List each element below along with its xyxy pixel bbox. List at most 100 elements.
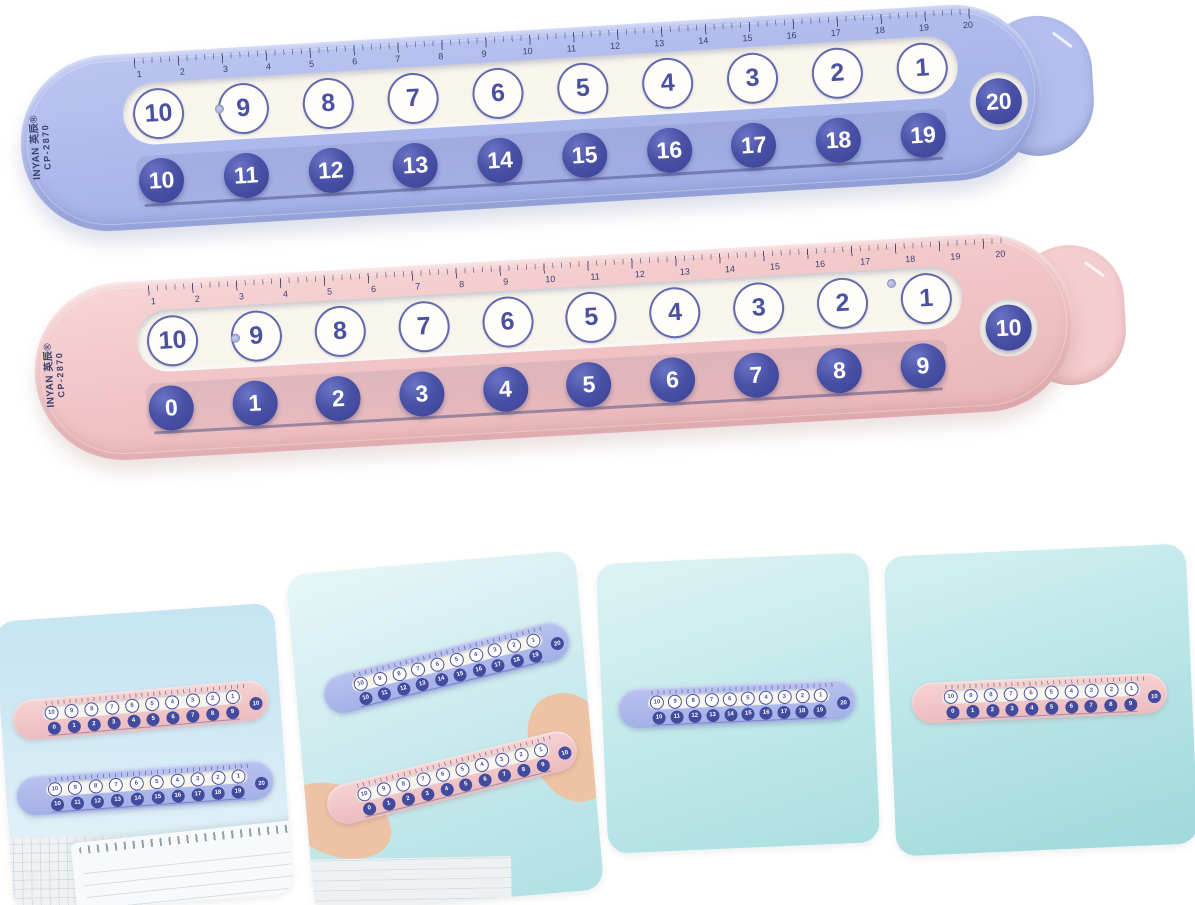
end-number-bead: 10 — [984, 303, 1033, 352]
scale-number: 14 — [724, 263, 736, 275]
number-circle: 7 — [396, 299, 451, 354]
number-circle: 2 — [205, 691, 221, 707]
number-bead: 10 — [652, 710, 666, 725]
number-circle: 6 — [470, 65, 525, 120]
number-bead: 9 — [1123, 697, 1138, 711]
number-circle: 5 — [149, 774, 165, 790]
scale-number: 11 — [566, 43, 577, 54]
number-circle: 5 — [144, 696, 160, 712]
number-circle: 8 — [686, 693, 701, 709]
scale-number: 4 — [265, 61, 272, 72]
number-bead: 9 — [225, 705, 240, 720]
number-bead: 0 — [47, 720, 62, 735]
number-bead: 2 — [86, 717, 101, 732]
number-circle: 4 — [164, 694, 180, 710]
scale-number: 16 — [786, 30, 797, 41]
end-number-bead: 20 — [836, 696, 851, 710]
number-bead: 18 — [795, 704, 809, 718]
number-bead: 4 — [438, 781, 455, 798]
scale-number: 12 — [609, 40, 621, 52]
number-bead: 13 — [414, 676, 431, 692]
number-circle: 4 — [169, 773, 185, 789]
number-circle: 1 — [225, 689, 241, 705]
scale-number: 7 — [414, 281, 421, 292]
number-circle: 2 — [1104, 682, 1119, 698]
number-bead: 19 — [231, 784, 245, 799]
scale-number: 1 — [150, 296, 157, 307]
number-bead: 18 — [508, 652, 525, 669]
number-circle: 7 — [386, 70, 441, 125]
number-circle: 7 — [1003, 687, 1019, 702]
number-bead: 14 — [476, 136, 524, 184]
number-circle: 8 — [88, 778, 104, 794]
notebook — [70, 819, 294, 905]
number-circle: 4 — [640, 55, 695, 110]
number-bead: 1 — [965, 704, 980, 718]
scale-number: 17 — [859, 256, 871, 267]
number-circle: 6 — [722, 692, 738, 707]
number-bead: 19 — [813, 703, 827, 718]
number-bead: 2 — [314, 374, 363, 422]
number-circle: 10 — [649, 695, 665, 710]
number-circle: 2 — [795, 688, 810, 704]
end-number-bead: 20 — [974, 76, 1024, 126]
scale-number: 5 — [326, 286, 333, 297]
number-bead: 1 — [67, 718, 82, 734]
number-bead: 15 — [150, 790, 165, 805]
scale-number: 15 — [742, 32, 753, 44]
number-circle: 8 — [301, 76, 356, 130]
number-bead: 19 — [899, 110, 947, 159]
number-bead: 12 — [306, 146, 355, 194]
number-bead: 15 — [452, 666, 469, 683]
number-bead: 14 — [433, 671, 450, 688]
number-bead: 4 — [126, 713, 141, 728]
scale-number: 6 — [351, 56, 358, 67]
lined-paper — [301, 856, 513, 905]
number-bead: 0 — [361, 800, 378, 817]
number-circle: 2 — [810, 45, 865, 100]
number-circle: 3 — [184, 692, 201, 709]
number-bead: 2 — [400, 790, 416, 807]
number-circle: 5 — [1043, 685, 1059, 700]
number-circle: 1 — [230, 768, 246, 784]
number-bead: 2 — [985, 703, 1000, 717]
number-bead: 8 — [205, 706, 220, 721]
number-circle: 10 — [943, 689, 959, 705]
number-bead: 5 — [458, 776, 474, 793]
scale-number: 9 — [502, 276, 509, 287]
scale-number: 4 — [282, 288, 289, 300]
number-circle: 9 — [216, 81, 271, 136]
number-bead: 10 — [50, 797, 65, 812]
number-bead: 18 — [211, 785, 225, 800]
number-circle: 4 — [648, 285, 702, 340]
number-bead: 11 — [222, 151, 270, 199]
number-bead: 0 — [946, 705, 960, 719]
number-circle: 8 — [313, 304, 367, 358]
number-circle: 3 — [731, 280, 786, 335]
number-bead: 8 — [515, 762, 532, 778]
number-bead: 10 — [357, 690, 374, 706]
number-bead: 6 — [166, 710, 181, 725]
number-bead: 6 — [477, 771, 494, 788]
number-circle: 1 — [1124, 681, 1139, 697]
number-bead: 9 — [535, 757, 551, 774]
scale-number: 9 — [481, 48, 487, 59]
scale-number: 20 — [962, 19, 974, 31]
number-bead: 18 — [814, 116, 863, 164]
scale-number: 7 — [394, 53, 401, 64]
number-circle: 10 — [131, 86, 186, 141]
number-circle: 7 — [108, 777, 124, 793]
scale-number: 10 — [522, 45, 533, 57]
number-bead: 12 — [395, 680, 412, 697]
scale-number: 3 — [238, 291, 245, 302]
number-bead: 3 — [1005, 702, 1019, 717]
scale-number: 11 — [590, 271, 601, 282]
scale-number: 2 — [179, 66, 186, 77]
number-bead: 5 — [565, 360, 613, 408]
